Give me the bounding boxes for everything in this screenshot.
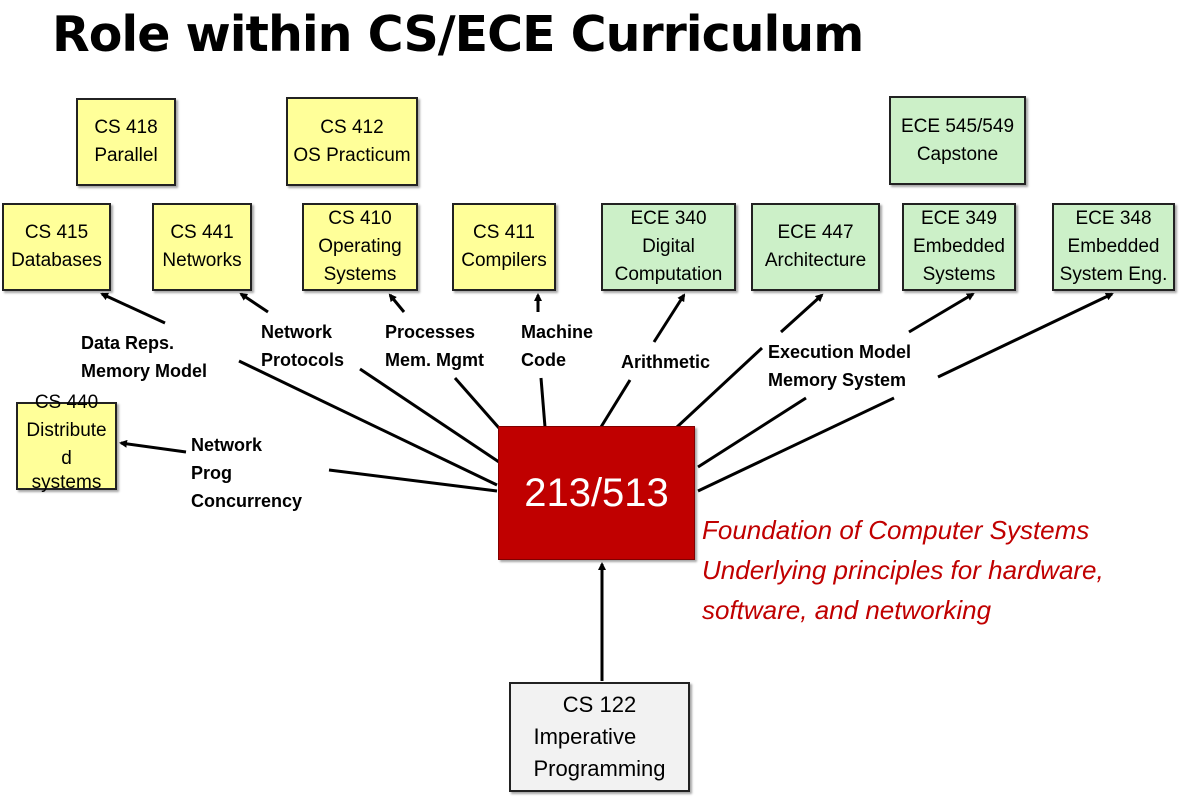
course-title: Imperative xyxy=(533,724,637,749)
caption-line: Underlying principles for hardware, xyxy=(702,555,1104,585)
course-code: ECE 447 xyxy=(777,222,854,243)
line-arithmetic xyxy=(599,379,632,428)
course-title: Embedded xyxy=(913,236,1005,257)
course-title: Architecture xyxy=(764,250,867,271)
arrow-cs441 xyxy=(239,292,269,314)
course-code: CS 410 xyxy=(328,208,392,229)
caption-line: software, and networking xyxy=(702,595,992,625)
slide-title: Role within CS/ECE Curriculum xyxy=(52,6,864,63)
course-code: ECE 545/549 xyxy=(900,115,1015,137)
course-213-513: 213/513 xyxy=(498,426,695,560)
foundation-caption: Foundation of Computer Systems Underlyin… xyxy=(702,510,1104,630)
arrow-ece447 xyxy=(779,293,824,334)
course-title: OS Practicum xyxy=(293,144,411,166)
course-cs412: CS 412 OS Practicum xyxy=(286,97,418,186)
label-network-protocols: Network Protocols xyxy=(261,322,345,370)
course-title: Digital xyxy=(642,236,695,257)
course-code: CS 441 xyxy=(170,222,234,243)
course-code: ECE 349 xyxy=(920,208,998,229)
label-execution-model: Execution Model Memory System xyxy=(768,342,912,390)
line-machine-code xyxy=(539,377,547,428)
line-ece349 xyxy=(697,396,807,469)
label-arithmetic: Arithmetic xyxy=(621,352,711,372)
course-title: Distribute xyxy=(26,420,107,441)
label-network-prog: Network Prog Concurrency xyxy=(191,435,303,511)
course-title: Operating xyxy=(318,236,402,257)
course-code: CS 122 xyxy=(562,692,637,717)
arrow-ece348 xyxy=(937,292,1114,379)
arrow-cs415 xyxy=(100,292,166,325)
course-title: Systems xyxy=(323,264,397,285)
course-title: systems xyxy=(31,472,102,493)
course-title: Networks xyxy=(162,250,242,271)
arrow-ece349 xyxy=(908,292,975,334)
course-code: CS 440 xyxy=(34,392,99,413)
course-title: d xyxy=(61,448,72,469)
line-exec-model xyxy=(675,346,764,429)
course-title: Embedded xyxy=(1067,236,1160,257)
course-code: CS 411 xyxy=(473,222,535,243)
course-code: CS 418 xyxy=(94,117,158,138)
arrow-ece340 xyxy=(652,293,686,343)
course-title: Compilers xyxy=(461,250,547,271)
center-course-code: 213/513 xyxy=(524,471,669,515)
line-data-reps xyxy=(238,359,498,487)
course-title: System Eng. xyxy=(1059,264,1168,285)
caption-line: Foundation of Computer Systems xyxy=(702,515,1090,545)
course-code: ECE 340 xyxy=(630,208,707,229)
line-processes xyxy=(453,377,501,429)
course-title: Systems xyxy=(922,264,996,285)
course-code: CS 412 xyxy=(320,116,384,138)
line-ece348 xyxy=(697,396,895,493)
line-net-protocols xyxy=(359,367,500,464)
course-title: Computation xyxy=(614,264,723,285)
arrow-cs410 xyxy=(388,293,406,313)
label-data-reps: Data Reps. Memory Model xyxy=(81,333,208,381)
course-code: CS 415 xyxy=(24,222,89,243)
course-title: Capstone xyxy=(916,143,999,165)
course-code: ECE 348 xyxy=(1075,208,1152,229)
arrow-cs440 xyxy=(119,439,187,454)
course-title: Databases xyxy=(11,250,102,271)
course-title: Parallel xyxy=(94,145,158,166)
line-net-prog xyxy=(328,468,498,493)
course-title: Programming xyxy=(533,756,666,781)
label-machine-code: Machine Code xyxy=(521,322,594,370)
label-processes: Processes Mem. Mgmt xyxy=(385,322,484,370)
